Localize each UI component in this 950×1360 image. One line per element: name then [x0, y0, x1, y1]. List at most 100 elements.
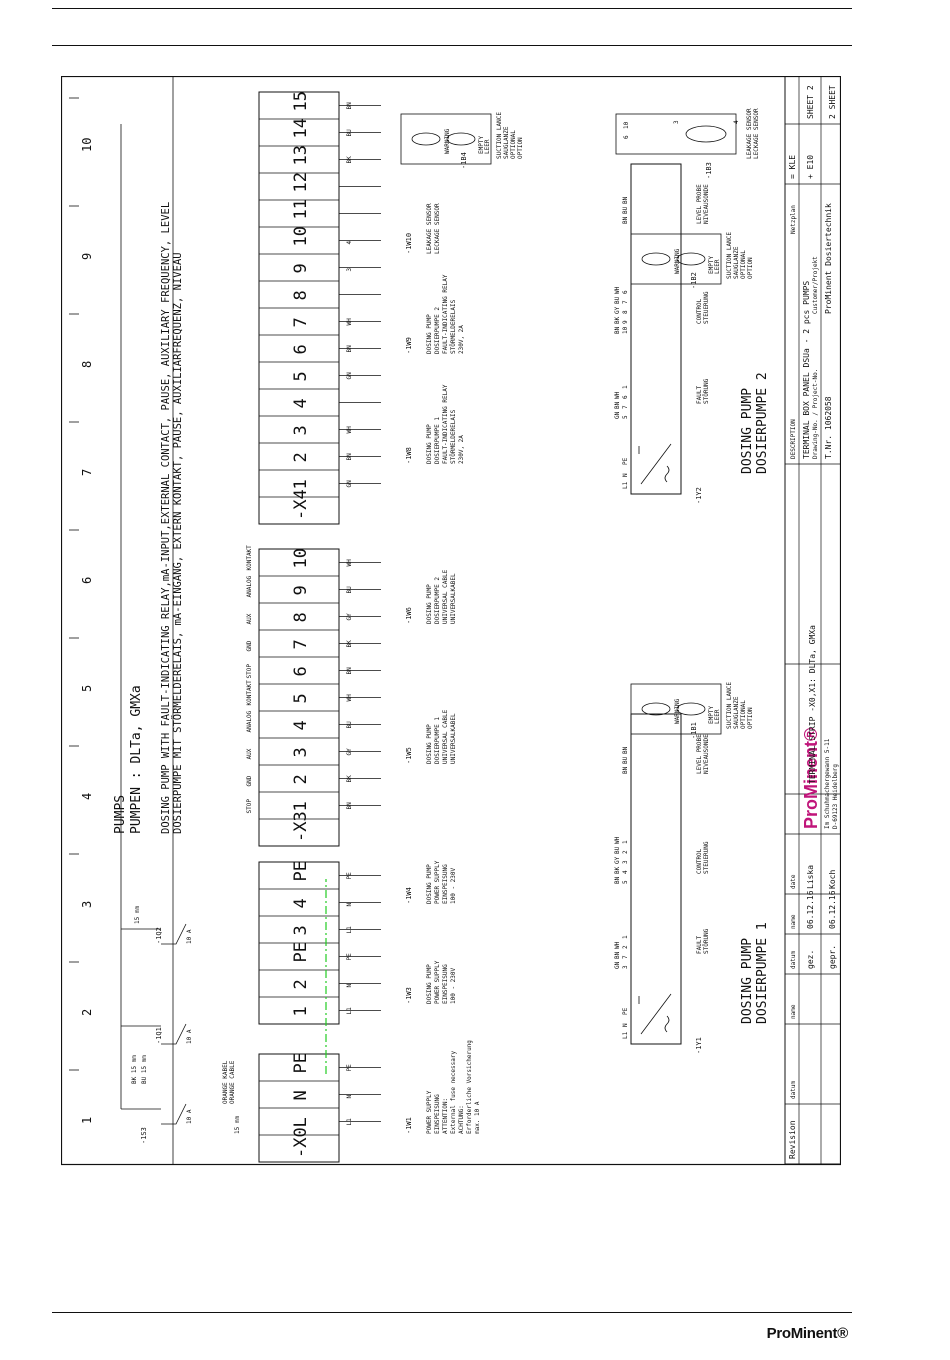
- wire-color: WH: [346, 318, 353, 326]
- wire-color: N: [346, 984, 353, 988]
- pump-power-pin: L1: [622, 1031, 629, 1039]
- wire-color: PE: [346, 872, 353, 880]
- pump-relay-color: WH: [614, 391, 621, 399]
- pump-steuerung: STEUERUNG: [703, 841, 710, 874]
- signal-label: KONTAKT: [246, 545, 253, 571]
- terminal-x4-7: 7: [291, 317, 311, 327]
- wire-color: N: [346, 1095, 353, 1099]
- cable-text: 100 - 230V: [450, 967, 457, 1004]
- sensor-text: OPTION: [747, 707, 754, 729]
- pump-level-color: BN: [622, 746, 629, 754]
- terminal-x4-9: 9: [291, 263, 311, 273]
- tb-gepr-date: 06.12.16: [828, 890, 837, 929]
- pump-relay-pin: 6: [622, 395, 629, 399]
- terminal-x3-2: 2: [291, 774, 311, 784]
- pump-tag: -1Y2: [695, 487, 703, 504]
- wire-color: L1: [346, 926, 353, 934]
- wire-color: WH: [346, 694, 353, 702]
- pump-level-color: BN: [622, 196, 629, 204]
- cable-text: UNIVERSALKABEL: [450, 573, 457, 624]
- terminal-x0-N: N: [291, 1090, 311, 1100]
- pump-power-pin: N: [622, 1023, 629, 1027]
- pump-ctrl-pin: 7: [622, 300, 629, 304]
- pump-level-probe: LEVEL PROBE: [696, 184, 703, 224]
- cable-text: POWER SUPPLY: [434, 860, 441, 904]
- cable-text: FAULT-INDICATING RELAY: [442, 384, 449, 464]
- tb-sheet-title: TERMINAL STRIP -X0,X1: DLTa, GMXa: [808, 625, 817, 784]
- terminal-x1-3: 3: [291, 925, 311, 935]
- tb-gez-date: 06.12.16: [806, 890, 815, 929]
- pump-ctrl-pin: 10: [622, 326, 629, 334]
- tb-netplan: Netzplan: [790, 205, 797, 234]
- pump-relay-pin: 2: [622, 945, 629, 949]
- wire-color: BU: [346, 721, 353, 729]
- cable-text: POWER SUPPLY: [434, 960, 441, 1004]
- cable-text: DOSING PUMP: [426, 584, 433, 624]
- cable-text: POWER SUPPLY: [426, 1090, 433, 1134]
- title-line3: DOSING PUMP WITH FAULT-INDICATING RELAY,…: [160, 202, 172, 834]
- sensor-empty: EMPTY: [708, 256, 715, 274]
- column-number-10: 10: [80, 138, 94, 152]
- terminal-x1-4: 4: [291, 898, 311, 908]
- tb-addr1: Im Schuhmachergewann 5-11: [824, 738, 831, 829]
- terminal-x3-10: 10: [291, 548, 311, 568]
- footer-rule: [52, 1312, 852, 1313]
- wire-color: BN: [346, 102, 353, 110]
- cable-text: DOSIERPUMPE 2: [434, 307, 441, 354]
- pump-title-de: DOSIERPUMPE 1: [755, 922, 770, 1024]
- pump-fault: FAULT: [696, 936, 703, 954]
- sensor-leer: LEER: [714, 259, 721, 274]
- cable-text: max. 10 A: [474, 1101, 481, 1134]
- cable-text: DOSING PUMP: [426, 724, 433, 764]
- breaker-q1-tag: -1Q1: [155, 1027, 163, 1044]
- pump-ctrl-pin: 9: [622, 320, 629, 324]
- wire-color: 4: [346, 241, 353, 245]
- tb-name: name: [790, 1004, 797, 1019]
- pump-relay-color: GN: [614, 961, 621, 969]
- wire-color: BU: [346, 586, 353, 594]
- pump-ctrl-color: BK: [614, 316, 621, 324]
- terminal-x1-PE: PE: [291, 942, 311, 962]
- cable-tag: -1W9: [405, 337, 413, 354]
- terminal-x3-6: 6: [291, 666, 311, 676]
- tb-company-logo: ProMinent®: [801, 728, 821, 829]
- wire-color: BK: [346, 156, 353, 164]
- strip-name-x3: -X3: [291, 811, 311, 842]
- wire-color: GY: [346, 748, 353, 756]
- cable-text: LEAKAGE SENSOR: [426, 203, 433, 254]
- signal-label: AUX: [246, 613, 253, 624]
- wire-color: BN: [346, 453, 353, 461]
- column-number-6: 6: [80, 577, 94, 584]
- title-line4: DOSIERPUMPE MIT STÖRMELDERELAIS, mA-EING…: [171, 252, 184, 834]
- sensor-warning: WARNING: [444, 128, 451, 154]
- cable-text: 100 - 230V: [450, 867, 457, 904]
- cable-text: STÖRMELDERELAIS: [450, 409, 457, 464]
- pump-niveausonde: NIVEAUSONDE: [703, 184, 710, 224]
- wire-color: WH: [346, 426, 353, 434]
- terminal-x1-PE: PE: [291, 861, 311, 881]
- leak-l1: LEAKAGE SENSOR: [746, 108, 753, 159]
- column-number-2: 2: [80, 1009, 94, 1016]
- cable-tag: -1W6: [405, 607, 413, 624]
- terminal-x4-15: 15: [291, 91, 311, 111]
- pump-level-color: BN: [622, 216, 629, 224]
- wire-color: WH: [346, 559, 353, 567]
- pump-ctrl-color: WH: [614, 286, 621, 294]
- top-rule: [52, 8, 852, 9]
- cable-text: Erforderliche Vorsicherung: [466, 1040, 473, 1134]
- tb-datum: datum: [790, 1081, 797, 1099]
- signal-label: STOP: [246, 664, 253, 679]
- wire-color: BN: [346, 667, 353, 675]
- terminal-x3-7: 7: [291, 639, 311, 649]
- title-line2: PUMPEN : DLTa, GMXa: [129, 685, 144, 834]
